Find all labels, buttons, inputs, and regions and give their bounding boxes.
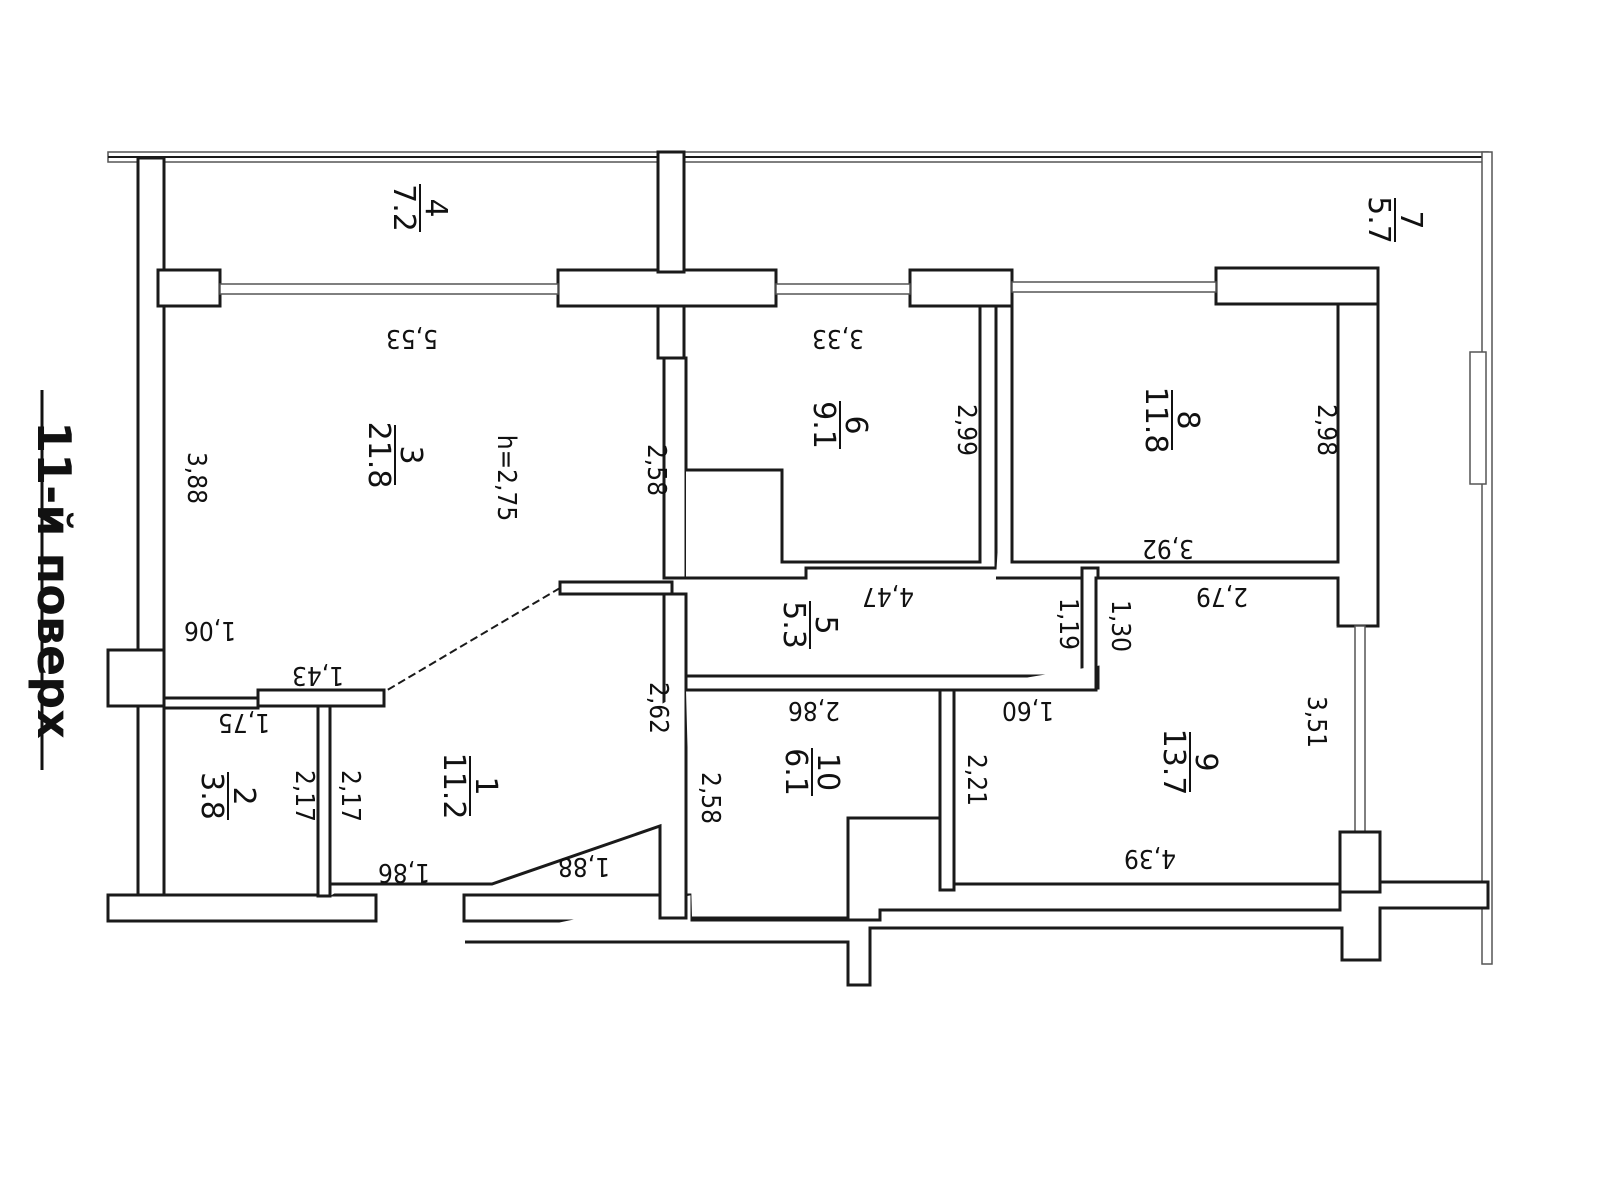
dim-label: 1,06 — [184, 615, 236, 645]
dim-label: 1,60 — [1002, 695, 1054, 725]
dim-label: 2,99 — [951, 404, 981, 456]
room-9-area: 13.7 — [1156, 729, 1191, 796]
dim-label: 1,19 — [1053, 598, 1083, 650]
room-2-area: 3.8 — [194, 772, 229, 820]
dim-label: 1,88 — [558, 851, 610, 881]
room-1-area: 11.2 — [436, 753, 471, 820]
dim-label: 2,21 — [961, 754, 991, 806]
outer-walls — [106, 151, 1493, 987]
room-5-number: 5 — [808, 615, 843, 634]
room-8-area: 11.8 — [1138, 387, 1173, 454]
dim-label: 1,75 — [218, 707, 270, 737]
dimension-labels: 5,53 3,33 3,92 4,47 2,79 1,06 1,43 1,75 … — [181, 323, 1341, 887]
dim-label: 2,58 — [641, 444, 671, 496]
room-2-number: 2 — [226, 786, 261, 805]
room-labels: 4 7.2 7 5.7 3 21.8 h=2,75 6 9.1 8 11.8 — [194, 184, 1428, 820]
room-8-number: 8 — [1170, 410, 1205, 429]
room-6-number: 6 — [838, 415, 873, 434]
dim-label: 3,88 — [181, 452, 211, 504]
room-7-number: 7 — [1393, 210, 1428, 229]
dim-label: 4,47 — [862, 581, 914, 611]
dim-label: 1,43 — [292, 660, 344, 690]
room-4-number: 4 — [418, 198, 453, 217]
dim-label: 5,53 — [386, 323, 438, 353]
room-10-number: 10 — [810, 753, 845, 791]
dim-label: 3,51 — [1301, 696, 1331, 748]
interior-walls — [106, 150, 1487, 920]
dim-label: 2,79 — [1196, 581, 1248, 611]
room-6-area: 9.1 — [806, 401, 841, 449]
dim-label: 2,98 — [1311, 404, 1341, 456]
ceiling-height: h=2,75 — [491, 435, 521, 522]
dim-label: 2,62 — [643, 682, 673, 734]
dim-label: 4,39 — [1124, 843, 1176, 873]
room-3-area: 21.8 — [361, 422, 396, 489]
dim-label: 3,92 — [1142, 533, 1194, 563]
room-5-area: 5.3 — [776, 601, 811, 649]
room-4-area: 7.2 — [386, 184, 421, 232]
dim-label: 2,17 — [335, 770, 365, 822]
room-1-number: 1 — [468, 776, 503, 795]
floor-title: 11-й поверх — [27, 421, 81, 739]
room-3-number: 3 — [393, 445, 428, 464]
room-10-area: 6.1 — [778, 748, 813, 796]
room-9-number: 9 — [1188, 752, 1223, 771]
dim-label: 2,58 — [695, 772, 725, 824]
dim-label: 1,30 — [1105, 600, 1135, 652]
room-7-area: 5.7 — [1361, 196, 1396, 244]
dim-label: 2,17 — [289, 770, 319, 822]
dim-label: 3,33 — [812, 323, 864, 353]
dim-label: 1,86 — [378, 857, 430, 887]
dim-label: 2,86 — [788, 695, 840, 725]
